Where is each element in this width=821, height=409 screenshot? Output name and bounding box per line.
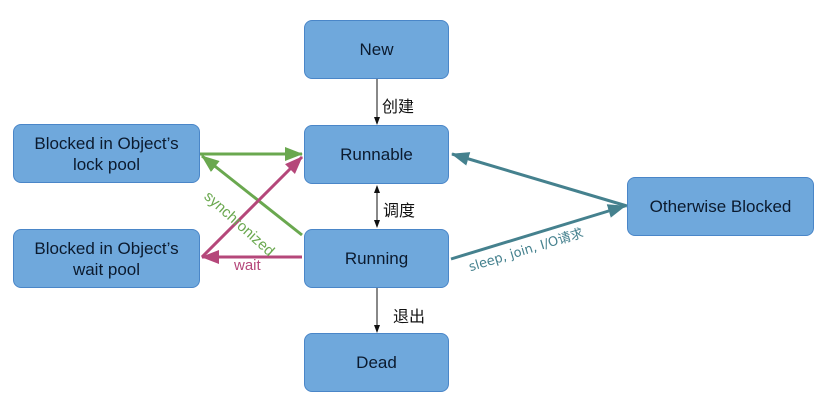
edge-label-create: 创建 [382, 97, 415, 116]
state-blocked-wait-pool: Blocked in Object’s wait pool [13, 229, 200, 288]
edge-running-to-lock-synchronized [201, 154, 303, 237]
edge-label-wait: wait [234, 257, 261, 274]
state-running-label: Running [344, 249, 409, 268]
state-dead-label: Dead [356, 353, 397, 372]
state-running: Running [304, 229, 449, 288]
state-runnable-label: Runnable [340, 145, 413, 164]
state-new: New [304, 20, 449, 79]
edge-otherwise-to-runnable [451, 152, 628, 208]
edge-running-to-otherwise [450, 204, 626, 261]
state-lock-pool-label: Blocked in Object’s lock pool [34, 133, 179, 174]
state-new-label: New [359, 40, 394, 59]
state-wait-pool-label: Blocked in Object’s wait pool [34, 238, 179, 279]
edge-wait-to-runnable [200, 155, 304, 259]
state-otherwise-label: Otherwise Blocked [649, 197, 792, 216]
state-otherwise-blocked: Otherwise Blocked [627, 177, 814, 236]
edge-label-exit: 退出 [393, 307, 426, 326]
state-runnable: Runnable [304, 125, 449, 184]
edge-label-schedule: 调度 [383, 201, 416, 220]
state-dead: Dead [304, 333, 449, 392]
state-blocked-lock-pool: Blocked in Object’s lock pool [13, 124, 200, 183]
